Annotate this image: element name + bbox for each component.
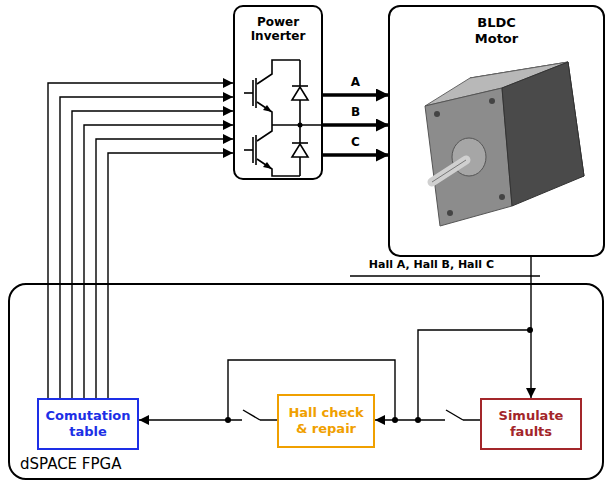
signal-line <box>530 257 531 398</box>
switch-blade <box>446 410 463 420</box>
bypass-line <box>418 330 530 420</box>
phase-label: A <box>349 76 362 90</box>
junction-dot <box>225 327 533 423</box>
motor-illustration <box>425 62 584 226</box>
junction-dot <box>298 123 303 128</box>
signal-line <box>84 125 233 398</box>
node-title: Power Inverter <box>241 15 315 44</box>
bus-bar <box>350 275 540 276</box>
signal-line <box>72 111 233 398</box>
phase-line <box>323 123 388 127</box>
phase-line <box>323 153 388 157</box>
signal-line <box>48 83 233 398</box>
signal-line <box>108 153 233 398</box>
switch-blade <box>243 410 260 420</box>
diode-symbol <box>292 60 308 176</box>
commutation-table-box: Comutation table <box>37 398 139 450</box>
node-title: BLDC Motor <box>467 15 527 46</box>
board-label: dSPACE FPGA <box>20 455 121 473</box>
phase-line <box>323 93 388 97</box>
node-title: Simulate faults <box>487 408 575 439</box>
phase-label: B <box>349 106 362 120</box>
emitter-arrow <box>263 105 272 169</box>
node-title: Hall check & repair <box>284 405 368 436</box>
inverter-box: Power Inverter <box>233 5 323 180</box>
motor-box: BLDC Motor <box>388 5 605 257</box>
signal-line <box>375 419 480 420</box>
phase-label: C <box>349 136 362 150</box>
node-title: Comutation table <box>44 408 132 439</box>
fpga-board: dSPACE FPGA Comutation table Hall check & … <box>8 283 604 480</box>
signal-line <box>139 419 277 420</box>
simulate-faults-box: Simulate faults <box>480 398 582 450</box>
signal-line <box>60 97 233 398</box>
signal-label: Hall A, Hall B, Hall C <box>367 259 496 272</box>
signal-line <box>96 139 233 398</box>
hall-check-box: Hall check & repair <box>277 394 375 448</box>
igbt-symbol <box>244 60 323 176</box>
